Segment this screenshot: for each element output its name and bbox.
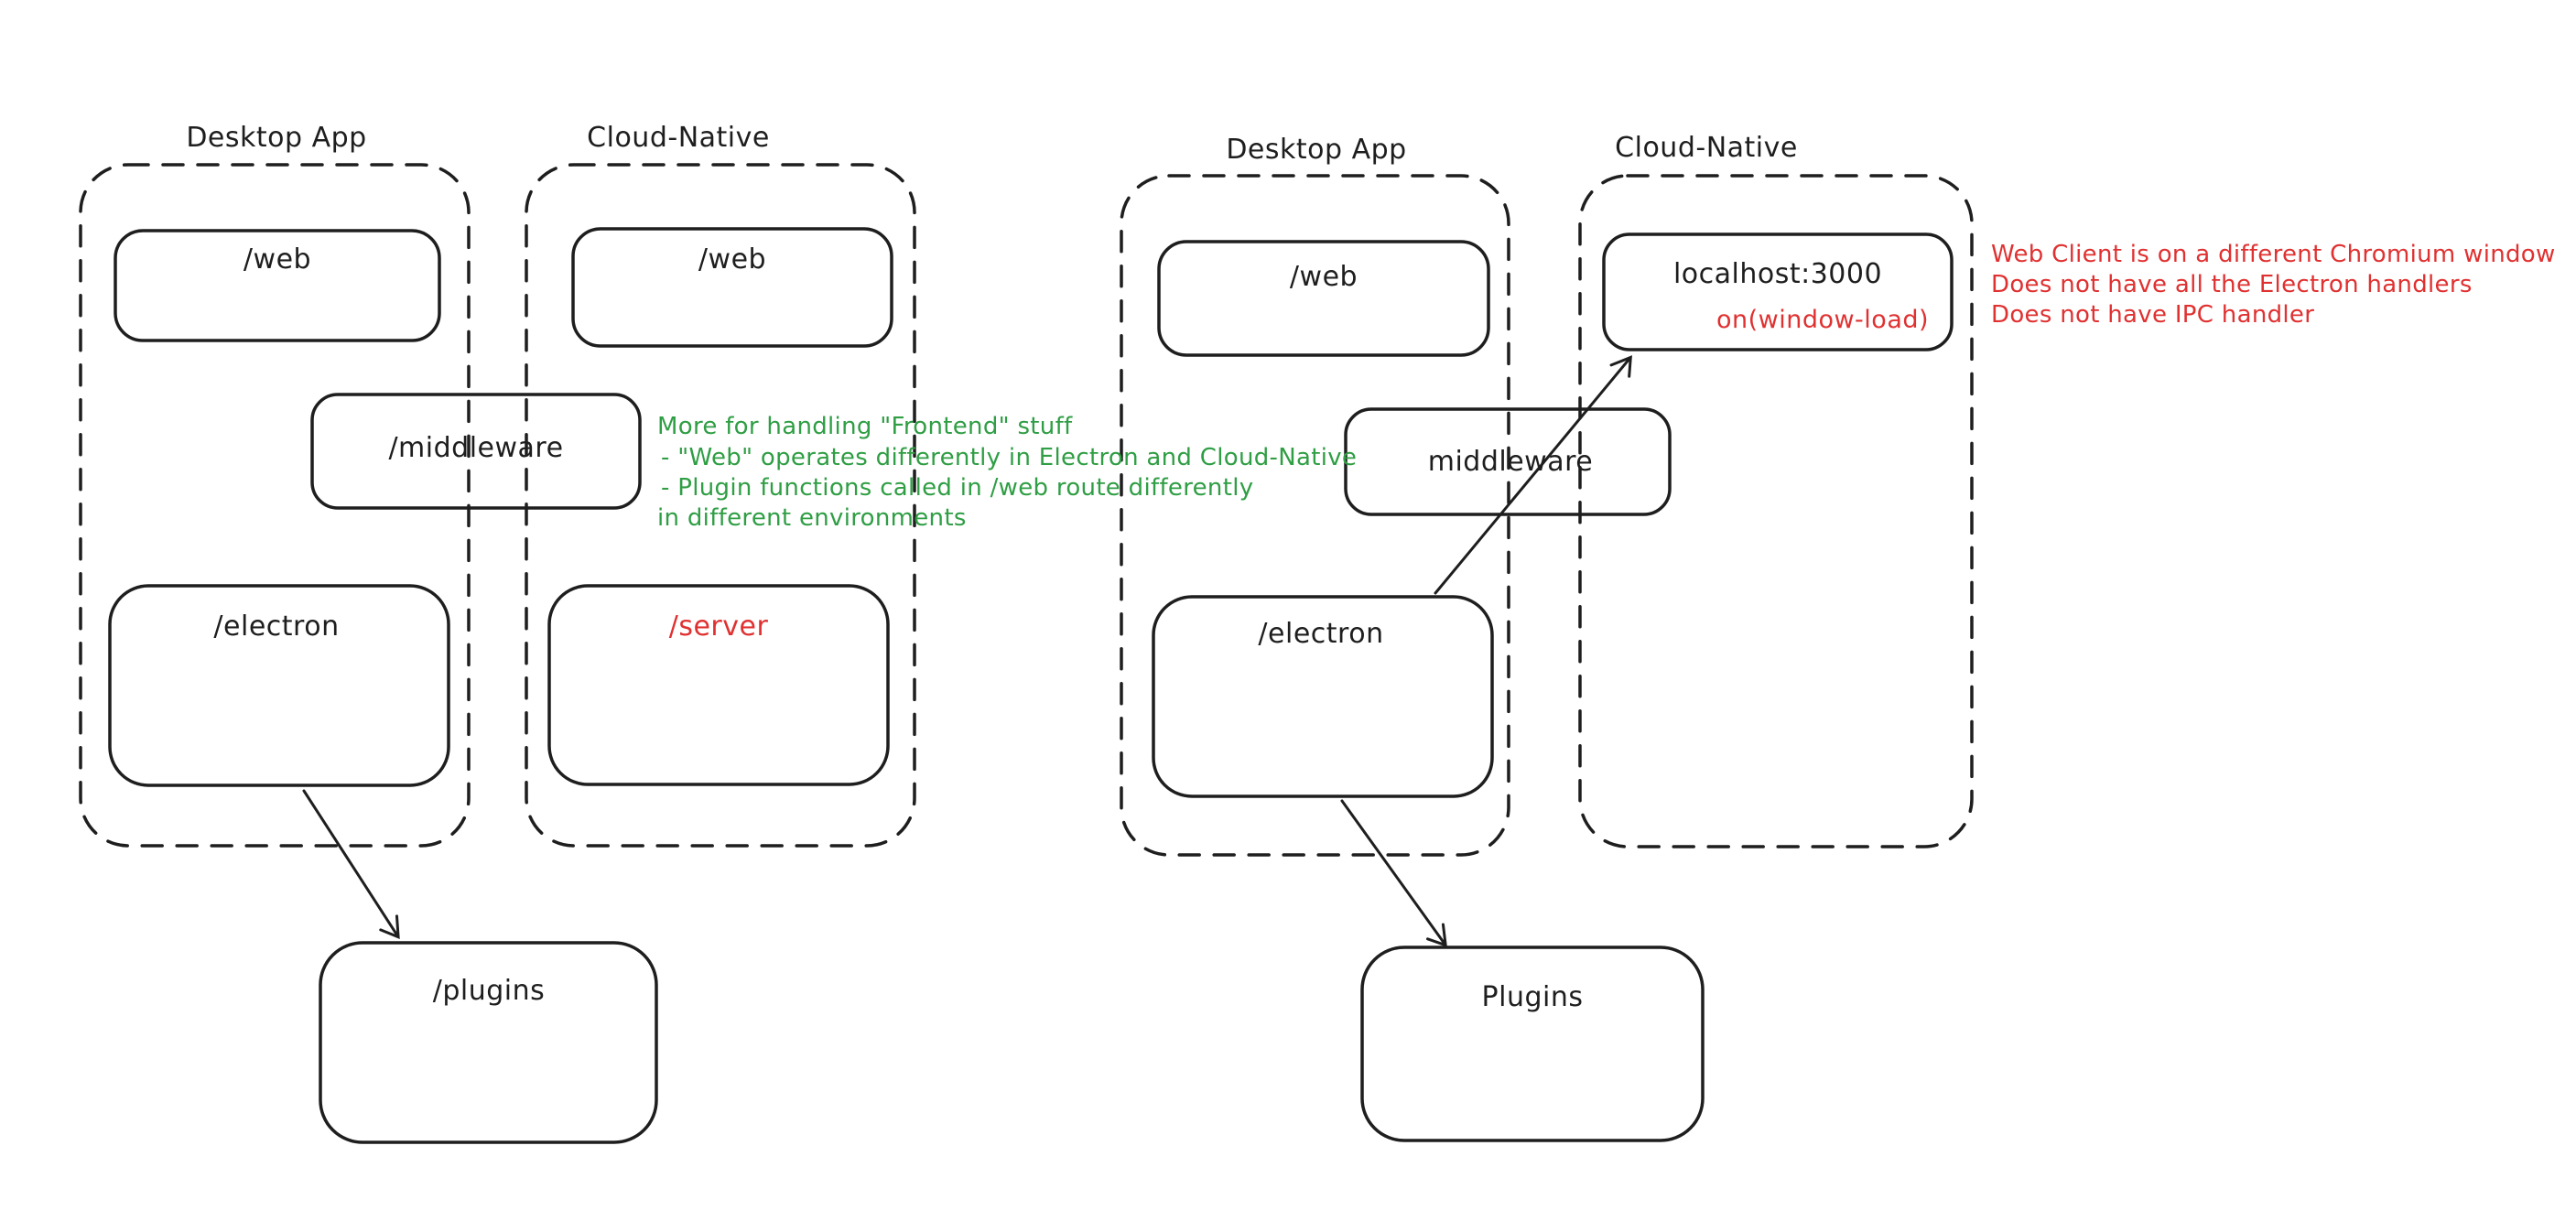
right-cloud-native-title: Cloud-Native [1615,132,1798,164]
right-cloud-native-container [1578,174,1974,848]
left-plugins-label: /plugins [432,975,546,1007]
right-note-line-2: Does not have all the Electron handlers [1991,271,2473,298]
left-middleware-label: /middleware [388,432,564,464]
right-middleware-box [1344,407,1672,516]
left-note-line-1: More for handling "Frontend" stuff [657,413,1073,440]
right-electron-box [1152,595,1494,798]
right-web-box [1157,240,1490,357]
right-localhost-label: localhost:3000 [1672,258,1883,290]
right-plugins-label: Plugins [1481,981,1584,1013]
left-cloud-native-title: Cloud-Native [587,122,770,154]
left-note-line-4: in different environments [657,504,967,532]
left-middleware-box [310,393,642,510]
left-server-label: /server [668,611,769,643]
left-cloud-native-container [525,163,916,848]
right-electron-to-plugins-arrow [1340,799,1447,947]
left-desktop-app-container [79,163,471,848]
right-desktop-app-container [1120,174,1510,857]
right-note-line-1: Web Client is on a different Chromium wi… [1991,241,2556,268]
left-plugins-box [319,941,658,1144]
right-window-load-label: on(window-load) [1716,306,1930,334]
right-electron-to-localhost-arrow [1434,355,1632,595]
right-web-label: /web [1289,261,1358,293]
left-web-desktop-label: /web [243,243,312,276]
left-note-line-2: - "Web" operates differently in Electron… [661,444,1358,471]
left-note-line-3: - Plugin functions called in /web route … [661,474,1254,502]
right-localhost-box [1602,232,1954,351]
left-web-cloud-label: /web [698,243,767,276]
left-desktop-app-title: Desktop App [186,122,367,154]
left-electron-box [108,584,450,787]
right-plugins-box [1360,946,1705,1142]
left-web-cloud-box [571,227,893,348]
right-desktop-app-title: Desktop App [1226,134,1407,166]
right-note-line-3: Does not have IPC handler [1991,301,2315,329]
right-middleware-label: middleware [1427,446,1594,478]
left-electron-label: /electron [213,611,340,643]
left-server-box [547,584,890,786]
left-web-desktop-box [114,229,441,342]
left-electron-to-plugins-arrow [302,789,400,939]
right-electron-label: /electron [1258,618,1384,650]
